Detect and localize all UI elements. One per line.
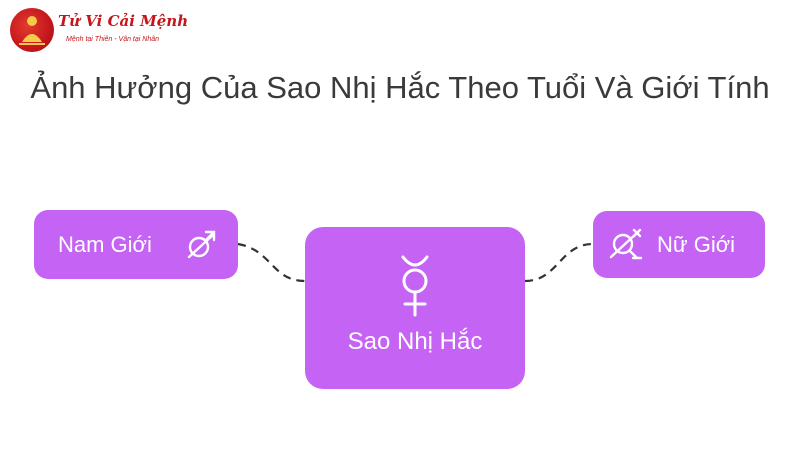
logo-emblem-icon: [10, 8, 54, 52]
node-female: Nữ Giới: [593, 211, 765, 278]
brand-logo[interactable]: Tử Vi Cải Mệnh Mệnh tại Thiên - Vận tại …: [6, 6, 206, 56]
node-male-label: Nam Giới: [58, 232, 152, 257]
page-title: Ảnh Hưởng Của Sao Nhị Hắc Theo Tuổi Và G…: [30, 70, 770, 105]
logo-title: Tử Vi Cải Mệnh: [58, 12, 189, 30]
connector-male: [237, 242, 306, 283]
male-symbol-icon: [184, 226, 220, 267]
female-symbol-icon: [607, 225, 645, 268]
mercury-symbol-icon: [393, 253, 437, 324]
node-center: Sao Nhị Hắc: [305, 227, 525, 389]
node-female-label: Nữ Giới: [657, 232, 736, 257]
node-center-label: Sao Nhị Hắc: [347, 328, 483, 355]
connector-female: [524, 242, 594, 283]
logo-slogan: Mệnh tại Thiên - Vận tại Nhân: [66, 36, 159, 43]
node-male: Nam Giới: [34, 210, 238, 279]
